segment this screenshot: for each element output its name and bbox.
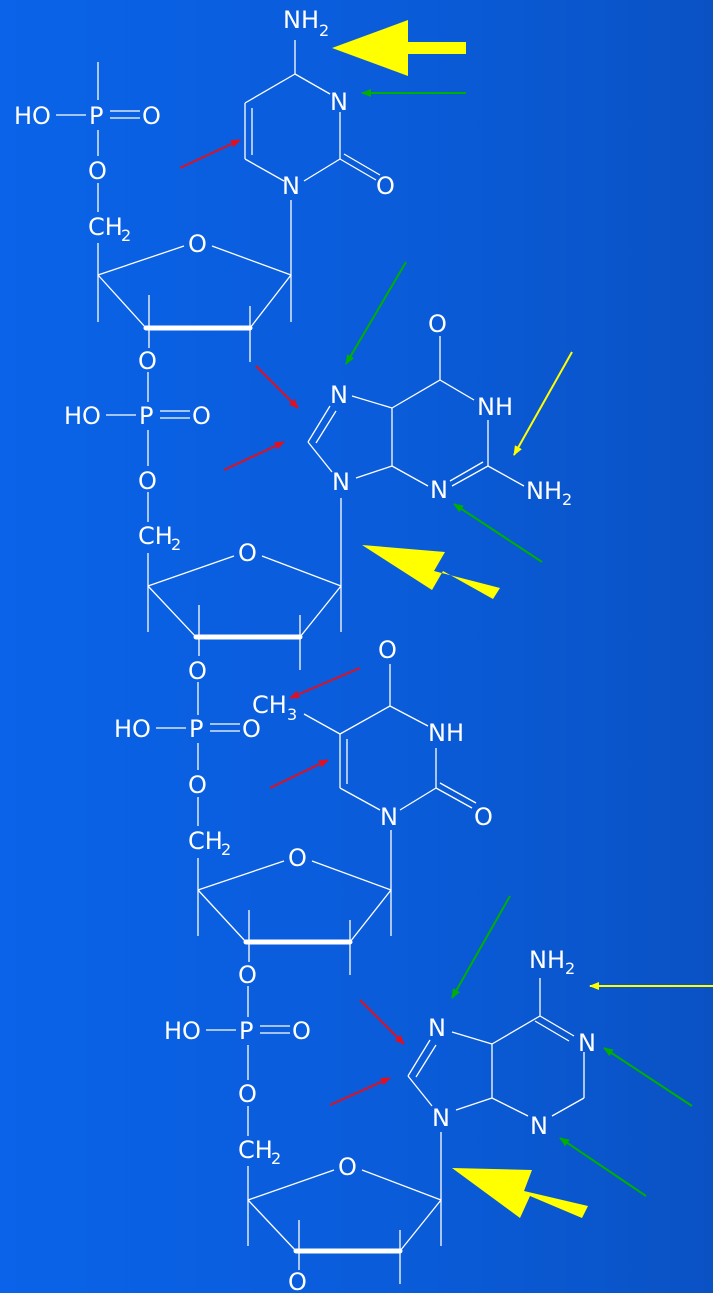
nitrogen-label: N bbox=[330, 381, 348, 409]
oxygen-label: O bbox=[238, 961, 257, 989]
adenine-base: NH 2 N N N N bbox=[407, 946, 596, 1140]
phosphorus-label: P bbox=[189, 715, 203, 743]
red-arrow bbox=[289, 667, 361, 699]
oxygen-label: O bbox=[188, 657, 207, 685]
nucleotide-thymine: HO P O O O CH 2 O bbox=[114, 636, 493, 975]
phosphate-group: HO P O O CH 2 bbox=[14, 62, 161, 245]
deoxyribose-ring: O bbox=[147, 498, 342, 670]
deoxyribose-ring: O bbox=[197, 830, 392, 975]
subscript-2: 2 bbox=[221, 840, 231, 859]
oxygen-label: O bbox=[142, 102, 161, 130]
methylene-label: CH bbox=[138, 522, 173, 550]
nitrogen-label: N bbox=[430, 476, 448, 504]
guanine-base: O NH N N N NH 2 bbox=[307, 310, 572, 509]
imino-label: NH bbox=[477, 393, 513, 421]
nitrogen-label: N bbox=[578, 1029, 596, 1057]
methylene-label: CH bbox=[238, 1136, 273, 1164]
nitrogen-label: N bbox=[330, 88, 348, 116]
oxygen-label: O bbox=[238, 1080, 257, 1108]
subscript-2: 2 bbox=[121, 226, 131, 245]
nitrogen-label: N bbox=[380, 803, 398, 831]
nitrogen-label: N bbox=[432, 1104, 450, 1132]
nitrogen-label: N bbox=[530, 1112, 548, 1140]
oxygen-label: O bbox=[474, 803, 493, 831]
oxygen-label: O bbox=[428, 310, 447, 338]
green-arrow bbox=[453, 503, 543, 563]
oxygen-label: O bbox=[138, 467, 157, 495]
subscript-2: 2 bbox=[271, 1149, 281, 1168]
methylene-label: CH bbox=[88, 213, 123, 241]
phosphorus-label: P bbox=[139, 402, 153, 430]
subscript-2: 2 bbox=[565, 959, 575, 978]
phosphate-group: HO P O O O CH 2 bbox=[164, 961, 311, 1168]
green-arrow bbox=[603, 1047, 693, 1107]
green-arrow bbox=[559, 1137, 647, 1197]
phosphorus-label: P bbox=[239, 1017, 253, 1045]
subscript-2: 2 bbox=[562, 490, 572, 509]
ring-oxygen-label: O bbox=[238, 539, 257, 567]
amino-label: NH bbox=[283, 6, 319, 34]
red-arrow bbox=[223, 441, 285, 471]
red-arrow bbox=[329, 1077, 391, 1106]
ring-oxygen-label: O bbox=[338, 1153, 357, 1181]
cytosine-base: NH 2 N N O bbox=[244, 6, 395, 200]
red-arrow bbox=[179, 139, 241, 169]
phosphate-group: HO P O O O CH 2 bbox=[114, 657, 261, 859]
subscript-2: 2 bbox=[319, 21, 329, 40]
nitrogen-label: N bbox=[428, 1014, 446, 1042]
methylene-label: CH bbox=[188, 827, 223, 855]
amino-label: NH bbox=[526, 477, 562, 505]
methyl-label: CH bbox=[252, 691, 287, 719]
red-arrow bbox=[359, 999, 405, 1045]
yellow-arrow bbox=[452, 1168, 588, 1218]
oxygen-label: O bbox=[188, 771, 207, 799]
nucleotide-adenine: HO P O O O CH 2 O O bbox=[164, 895, 713, 1293]
oxygen-label: O bbox=[192, 402, 211, 430]
oxygen-label: O bbox=[288, 1268, 307, 1293]
nitrogen-label: N bbox=[332, 468, 350, 496]
yellow-arrow bbox=[513, 351, 573, 456]
hydroxyl-label: HO bbox=[164, 1017, 201, 1045]
deoxyribose-ring: O O bbox=[247, 1132, 442, 1293]
deoxyribose-ring: O bbox=[97, 200, 292, 362]
oxygen-label: O bbox=[138, 347, 157, 375]
green-arrow bbox=[451, 895, 511, 999]
imino-label: NH bbox=[428, 719, 464, 747]
oxygen-label: O bbox=[378, 636, 397, 664]
yellow-arrow bbox=[332, 20, 466, 76]
ring-oxygen-label: O bbox=[188, 230, 207, 258]
red-arrow bbox=[269, 759, 329, 789]
phosphorus-label: P bbox=[89, 102, 103, 130]
subscript-2: 2 bbox=[171, 535, 181, 554]
oxygen-label: O bbox=[376, 172, 395, 200]
phosphate-group: HO P O O O CH 2 bbox=[64, 347, 211, 554]
nucleotide-guanine: HO P O O O CH 2 O bbox=[64, 261, 573, 670]
yellow-arrow bbox=[362, 545, 500, 599]
oxygen-label: O bbox=[292, 1017, 311, 1045]
hydroxyl-label: HO bbox=[64, 402, 101, 430]
oxygen-label: O bbox=[88, 157, 107, 185]
nucleotide-cytosine: HO P O O CH 2 O bbox=[14, 6, 466, 362]
amino-label: NH bbox=[529, 946, 565, 974]
thymine-base: O CH 3 NH N O bbox=[252, 636, 493, 831]
green-arrow bbox=[345, 261, 407, 365]
hydroxyl-label: HO bbox=[14, 102, 51, 130]
subscript-3: 3 bbox=[287, 705, 297, 724]
red-arrow bbox=[255, 365, 299, 409]
oxygen-label: O bbox=[242, 715, 261, 743]
nitrogen-label: N bbox=[282, 172, 300, 200]
ring-oxygen-label: O bbox=[288, 844, 307, 872]
hydroxyl-label: HO bbox=[114, 715, 151, 743]
